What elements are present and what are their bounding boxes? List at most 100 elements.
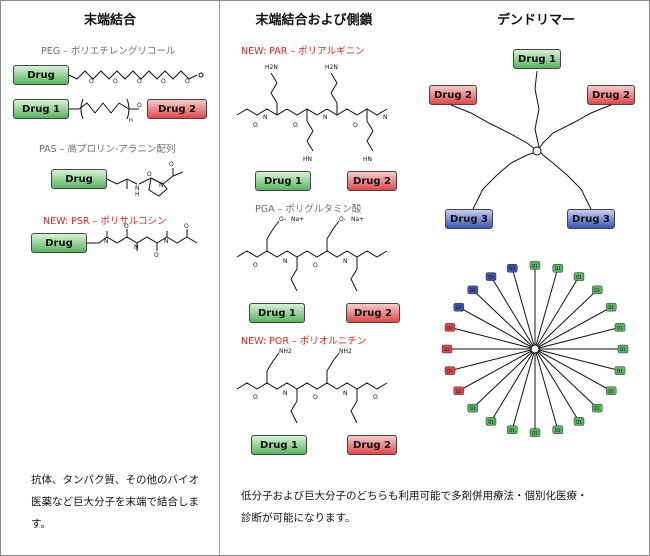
drug2-box: Drug 2 [429, 85, 477, 105]
svg-text:H: H [135, 191, 140, 198]
dendrimer-branch [472, 289, 536, 350]
drug-tile-label: D3 [509, 266, 515, 271]
svg-text:O: O [185, 78, 190, 85]
drug-tile [573, 417, 585, 426]
drug-tile-label: D1 [509, 428, 515, 433]
svg-text:O: O [353, 122, 358, 129]
drug-tile [441, 344, 453, 354]
dendrimer-branch [534, 289, 598, 350]
drug-tile-label: D1 [608, 389, 614, 394]
terminal-side-description: 低分子および巨大分子のどちらも利用可能で多剤併用療法・個別化医療・診断が可能にな… [241, 490, 588, 524]
svg-text:H2N: H2N [265, 64, 278, 71]
dendrimer-branch [534, 348, 612, 392]
svg-text:N: N [135, 185, 140, 192]
drug-tile-label: D3 [470, 288, 476, 293]
svg-text:N: N [164, 238, 169, 245]
drug-tile [614, 366, 626, 375]
svg-text:O: O [89, 78, 94, 85]
pas-label: PAS – 高プロリン-アラニン配列 [39, 144, 176, 155]
drug-tile [453, 302, 465, 312]
terminal-description: 抗体、タンパク質、その他のバイオ医薬など巨大分子を末端で結合します。 [31, 474, 199, 530]
drug-tile-label: D1 [555, 428, 561, 433]
dendrimer-branch [534, 326, 621, 350]
drug-tile-label: D1 [555, 266, 561, 271]
psr-structure: NNN OOO [87, 223, 198, 259]
svg-text:N: N [104, 238, 109, 245]
svg-text:N: N [283, 390, 288, 397]
drug3-box: Drug 3 [567, 209, 615, 229]
svg-text:N: N [134, 244, 139, 251]
svg-text:HN: HN [363, 156, 372, 163]
pga-label: PGA – ポリグルタミン酸 [255, 204, 362, 215]
drug1-box: Drug 1 [255, 171, 311, 191]
drug-box: Drug [51, 169, 107, 189]
heading-terminal-side: 末端結合および側鎖 [255, 13, 373, 28]
drug-tile-label: D1 [532, 263, 538, 268]
svg-text:O: O [113, 78, 118, 85]
dendrimer-branch [490, 348, 536, 422]
drug-tile-label: D2 [456, 389, 462, 394]
svg-text:N: N [383, 114, 388, 121]
svg-text:N: N [343, 390, 348, 397]
svg-text:NH2: NH2 [339, 348, 352, 355]
drug-tile-label: D3 [488, 275, 494, 280]
drug-tile [591, 285, 603, 295]
svg-text:O: O [313, 394, 318, 401]
drug2-box: Drug 2 [587, 85, 635, 105]
drug-tile [453, 386, 465, 396]
drug2-box: Drug 2 [347, 171, 397, 191]
svg-text:O: O [313, 262, 318, 269]
svg-text:O: O [137, 102, 142, 109]
dendrimer-branch [490, 276, 536, 350]
svg-text:O: O [184, 223, 189, 230]
dendrimer-branch [458, 306, 536, 350]
dendrimer-branch [534, 268, 559, 350]
dendrimer-branch [534, 276, 580, 350]
svg-text:O: O [161, 78, 166, 85]
drug-tile [552, 263, 564, 273]
svg-text:O: O [169, 161, 174, 168]
drug1-box: Drug 1 [13, 99, 69, 119]
drug-tile-label: D1 [470, 406, 476, 411]
drug-tile-label: D1 [594, 406, 600, 411]
drug-tile-label: D1 [608, 305, 614, 310]
drug3-box: Drug 3 [445, 209, 493, 229]
drug-tile-label: D1 [576, 275, 582, 280]
drug2-box: Drug 2 [147, 99, 207, 119]
drug1-box: Drug 1 [513, 49, 561, 69]
svg-text:N: N [263, 114, 268, 121]
drug-tile-label: D2 [444, 347, 450, 352]
dendrimer-branch [534, 348, 580, 422]
svg-text:O-: O- [339, 216, 346, 223]
drug-tile [617, 344, 629, 354]
drug-tile [467, 285, 479, 295]
svg-text:O: O [147, 171, 152, 178]
dendrimer-branch [534, 348, 621, 372]
drug-tile [605, 386, 617, 396]
drug-tile-label: D1 [532, 431, 538, 436]
dendrimer-branch [458, 348, 536, 392]
drug-tile [506, 425, 518, 435]
dendrimer-branch [449, 348, 536, 372]
drug-tile [529, 428, 541, 437]
drug-box: Drug [13, 65, 69, 85]
drug-tile-label: D1 [617, 325, 623, 330]
dendrimer-branch [449, 326, 536, 350]
drug-tile-label: D3 [456, 305, 462, 310]
drug-tile [506, 263, 518, 273]
drug-tile [573, 272, 585, 281]
drug-tile-label: D1 [617, 369, 623, 374]
drug-tile-label: D1 [620, 347, 626, 352]
dendrimer-branch [511, 268, 536, 350]
pas-structure: NH OO N [106, 161, 184, 198]
psr-label: NEW: PSR – ポリサルコシン [43, 216, 167, 227]
dendrimer-large-structure: D1D1D1D1D1D1D1D1D1D1D1D1D1D1D1D1D2D2D2D2… [441, 261, 629, 437]
dendrimer-small-structure [450, 70, 612, 210]
heading-terminal: 末端結合 [83, 13, 136, 28]
dendrimer-branch [472, 348, 536, 409]
svg-text:O: O [253, 122, 258, 129]
svg-text:O: O [373, 394, 378, 401]
